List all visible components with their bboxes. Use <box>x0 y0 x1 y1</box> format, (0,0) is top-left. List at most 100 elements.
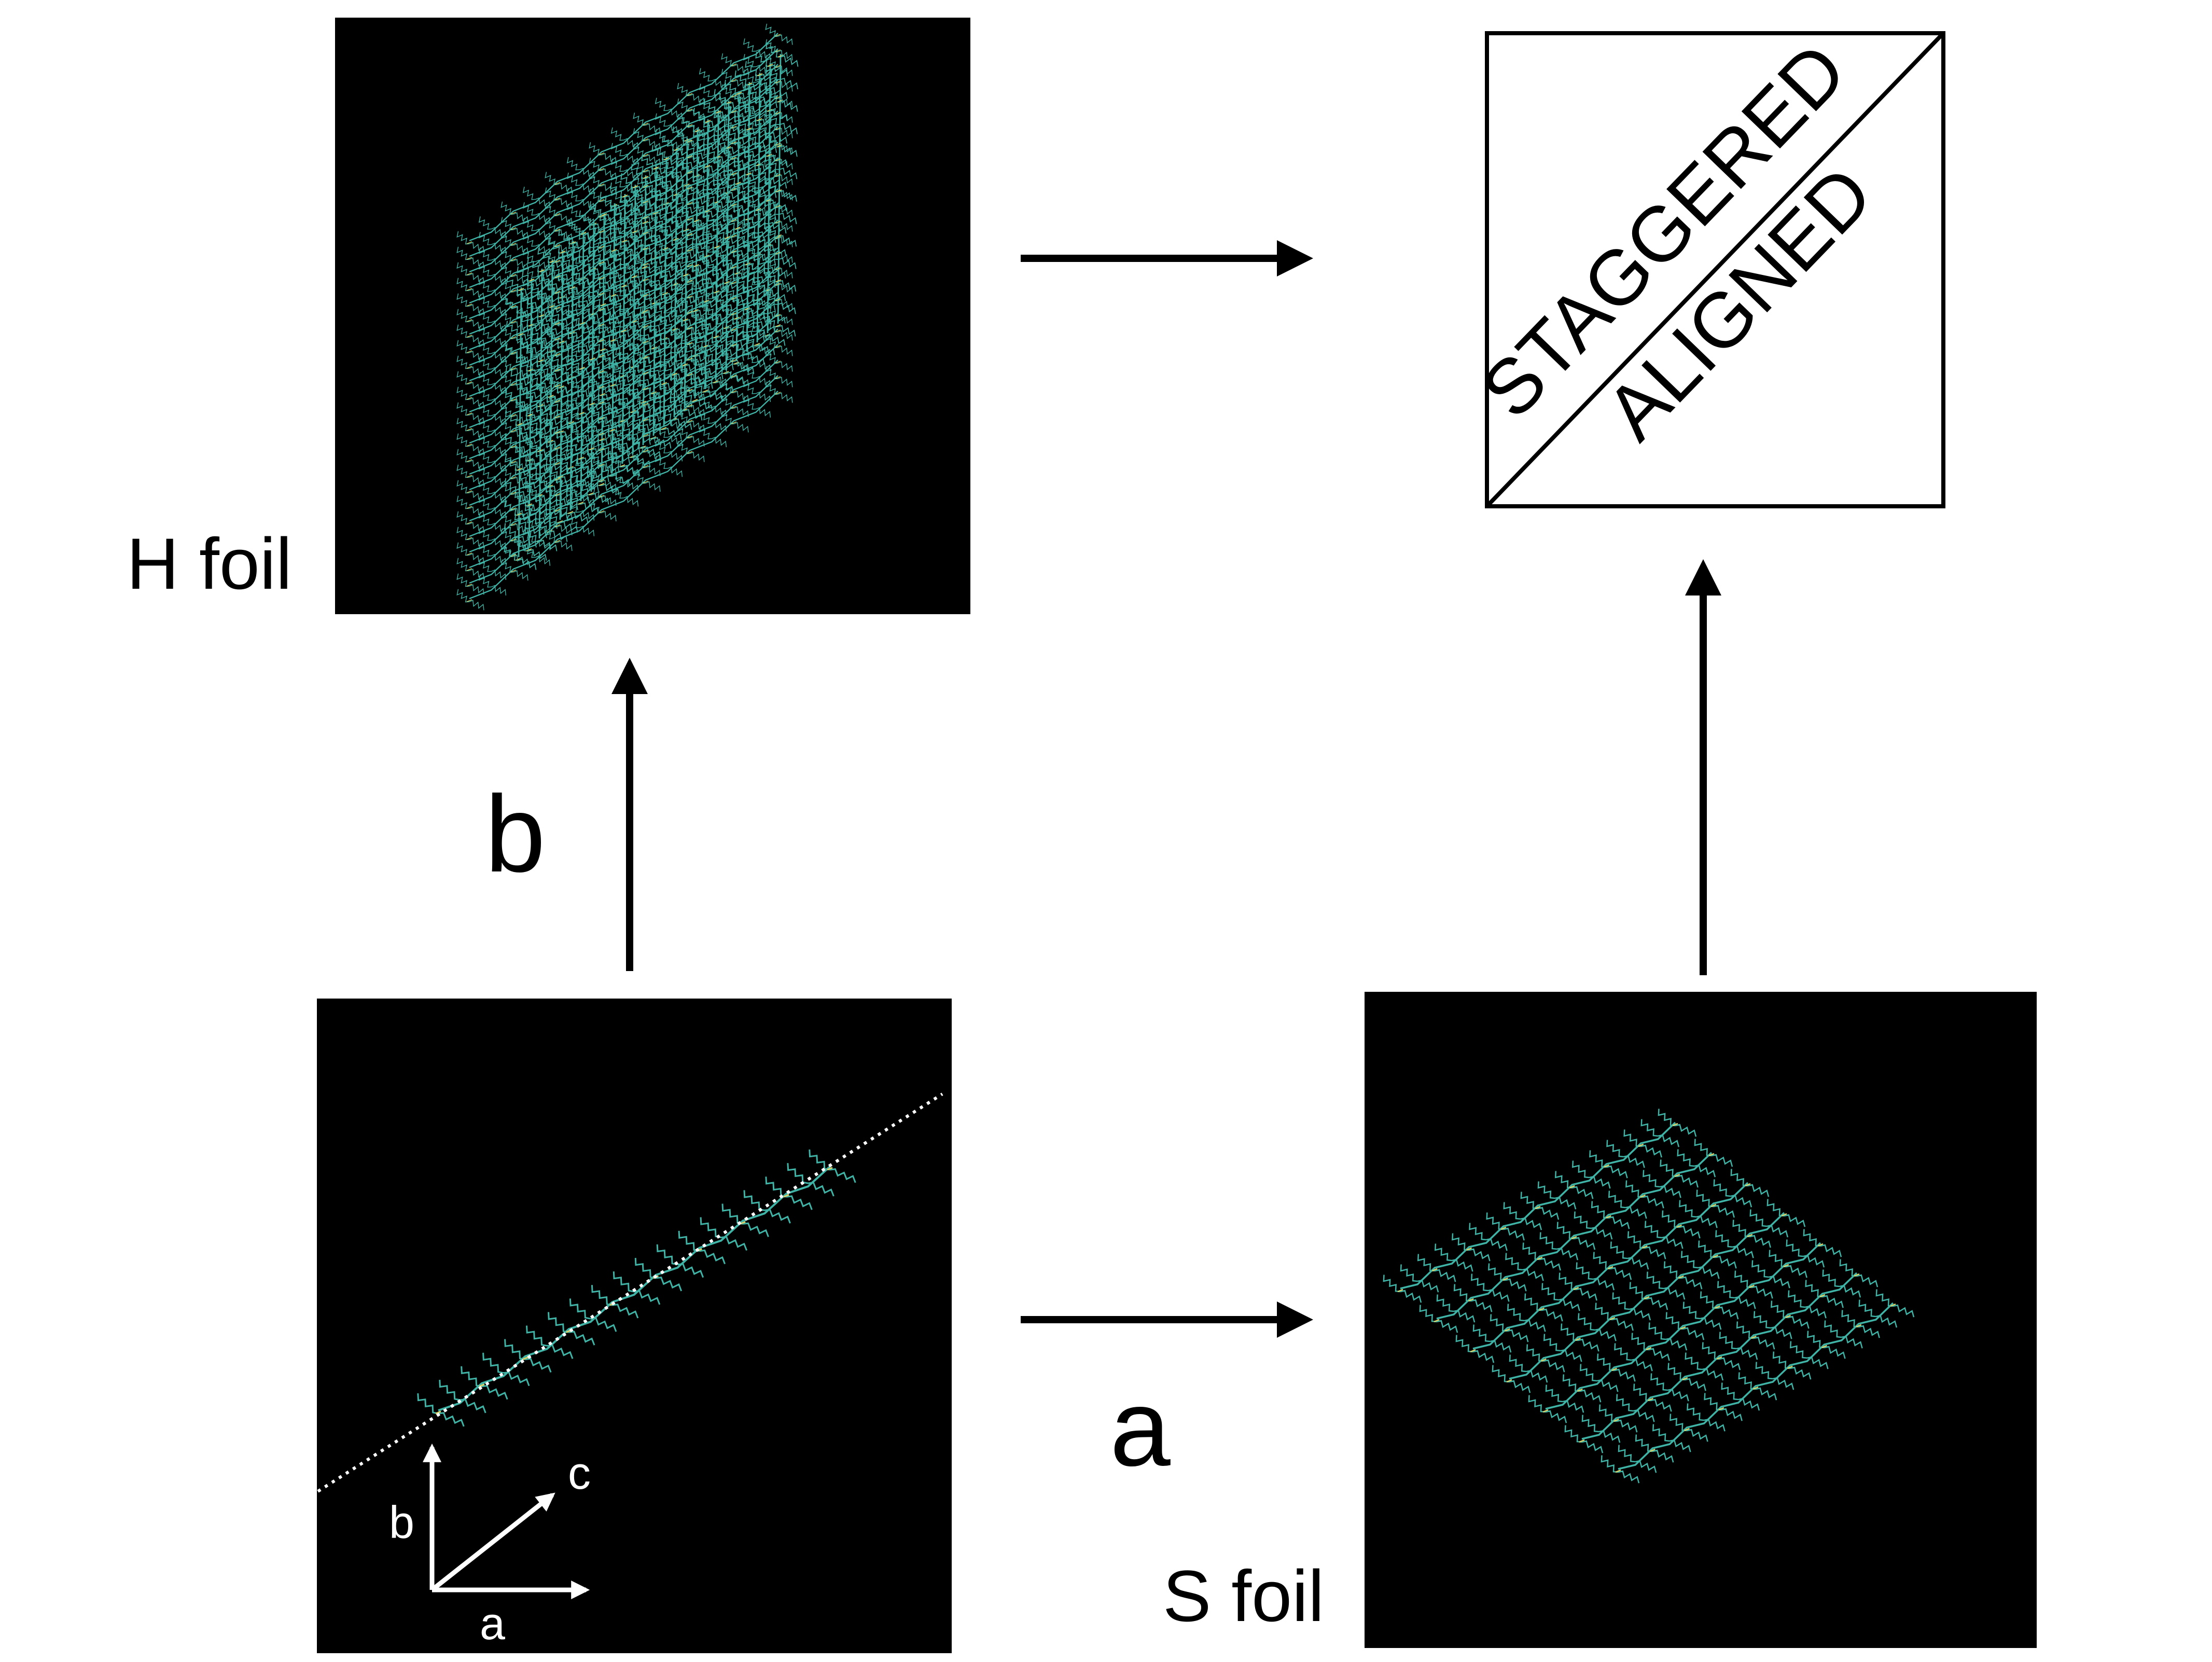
arrow-a-label: a <box>1110 1367 1171 1489</box>
chain-side-groups <box>1492 1199 1806 1393</box>
chain-highlight-atoms <box>1506 1213 1787 1383</box>
chain-highlight-atoms <box>681 138 690 411</box>
chain-backbone <box>469 64 778 273</box>
chain-side-groups <box>456 195 793 424</box>
chain-side-groups <box>456 210 793 439</box>
chain-highlight-atoms <box>578 232 587 505</box>
chain-backbone <box>694 128 699 399</box>
chain-backbone <box>704 119 709 390</box>
chain-side-groups <box>456 241 793 470</box>
chain-highlight-atoms <box>1434 1153 1715 1323</box>
s-foil-label: S foil <box>1163 1555 1324 1637</box>
result-box-diagonal <box>1485 32 1945 508</box>
chain-highlight-atoms <box>466 314 781 524</box>
chain-side-groups <box>456 226 793 455</box>
chain-backbone <box>777 53 782 324</box>
chain-highlight-atoms <box>466 267 781 478</box>
chain-side-groups <box>1419 1139 1733 1333</box>
chain-backbone <box>469 375 778 584</box>
chain-highlight-atoms <box>1542 1243 1824 1413</box>
chain-side-groups <box>456 101 793 330</box>
chain-backbone <box>438 1166 831 1411</box>
chain-highlight-atoms <box>466 34 781 244</box>
axis-a-label: a <box>480 1598 505 1649</box>
chain-backbone <box>469 110 778 320</box>
chain-backbone <box>469 266 778 475</box>
chain-side-groups <box>456 272 793 502</box>
chain-side-groups <box>456 303 793 533</box>
chain-highlight-atoms <box>466 392 781 602</box>
chain-side-groups <box>456 257 793 486</box>
chain-highlight-atoms <box>466 329 781 540</box>
chain-backbone <box>601 212 605 483</box>
chain-side-groups <box>456 319 793 548</box>
axis-c-label: c <box>568 1447 591 1499</box>
chain-backbone <box>469 219 778 428</box>
chain-backbone <box>1436 1152 1713 1320</box>
chain-backbone <box>469 344 778 553</box>
chain-highlight-atoms <box>466 283 781 493</box>
axis-c-arrow <box>430 1492 555 1592</box>
chain-backbone <box>469 48 778 257</box>
chain-backbone <box>469 33 778 242</box>
chain-side-groups <box>456 179 793 408</box>
s-foil-panel <box>1365 992 2037 1648</box>
chain-backbone <box>469 173 778 382</box>
chain-backbone <box>1545 1242 1821 1410</box>
chain-backbone <box>469 313 778 522</box>
chain-backbone <box>684 137 688 408</box>
chain-side-groups <box>456 39 793 268</box>
chain-side-groups <box>456 366 793 595</box>
chain-backbone <box>469 328 778 537</box>
chain-highlight-atoms <box>1579 1273 1860 1443</box>
chain-highlight-atoms <box>619 195 628 467</box>
chain-highlight-atoms <box>588 223 597 495</box>
chain-backbone <box>559 250 564 520</box>
h-foil-lattice <box>456 23 799 611</box>
chain-highlight-atoms <box>1397 1123 1678 1293</box>
chain-highlight-atoms <box>466 127 781 338</box>
chain-side-groups <box>456 23 793 253</box>
chain-highlight-atoms <box>1615 1303 1896 1473</box>
chain-side-groups <box>456 350 793 579</box>
chain-backbone <box>469 79 778 288</box>
s-foil-lattice <box>1383 1109 1915 1484</box>
chain-highlight-atoms <box>466 96 781 307</box>
result-box: STAGGERED ALIGNED <box>1465 26 1945 508</box>
chain-side-groups <box>456 70 793 299</box>
chain-highlight-atoms <box>466 65 781 275</box>
chain-highlight-atoms <box>466 345 781 556</box>
chain-backbone <box>469 359 778 569</box>
chain-highlight-atoms <box>466 298 781 509</box>
chain-highlight-atoms <box>466 174 781 384</box>
chain-highlight-atoms <box>466 361 781 571</box>
chain-side-groups <box>456 86 793 315</box>
chain-backbone <box>1472 1182 1749 1350</box>
chain-backbone <box>580 231 585 502</box>
chain-side-groups <box>456 148 793 377</box>
chain-side-groups <box>1383 1109 1697 1303</box>
chain-highlight-atoms <box>599 213 607 486</box>
chain-backbone <box>1618 1302 1894 1470</box>
chain-backbone <box>469 188 778 397</box>
chain-side-groups <box>1601 1289 1915 1484</box>
chain-side-groups <box>1564 1259 1879 1453</box>
chain-side-groups <box>456 381 793 611</box>
chain-highlight-atoms <box>466 158 781 369</box>
chain-backbone <box>1509 1212 1785 1380</box>
chain-backbone <box>469 142 778 351</box>
chain-side-groups <box>456 132 793 362</box>
chain-highlight-atoms <box>1470 1183 1751 1353</box>
chain-side-groups <box>456 117 793 346</box>
chain-side-groups <box>1455 1169 1770 1363</box>
chain-highlight-atoms <box>466 189 781 400</box>
arrow-b-label: b <box>485 773 546 895</box>
chain-backbone <box>1400 1121 1676 1290</box>
chain-highlight-atoms <box>466 205 781 416</box>
chain-backbone <box>469 391 778 600</box>
chain-highlight-atoms <box>733 92 742 365</box>
h-foil-label: H foil <box>127 523 292 604</box>
chain-panel <box>317 999 952 1653</box>
